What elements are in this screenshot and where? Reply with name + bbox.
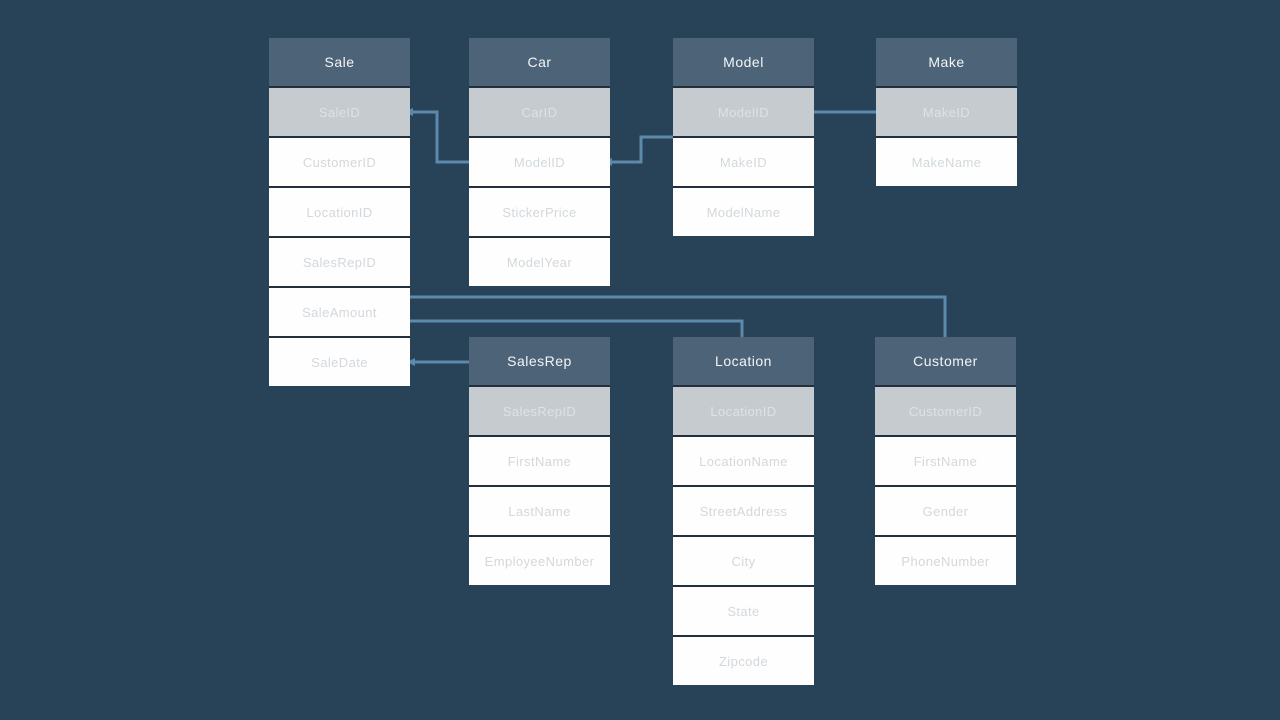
field-streetaddress: StreetAddress bbox=[673, 487, 814, 535]
table-title-make: Make bbox=[876, 38, 1017, 86]
field-phonenumber: PhoneNumber bbox=[875, 537, 1016, 585]
field-modelid: ModelID bbox=[469, 138, 610, 186]
field-modelyear: ModelYear bbox=[469, 238, 610, 286]
field-firstname: FirstName bbox=[469, 437, 610, 485]
connector-tip-sale-salesrep bbox=[407, 358, 415, 366]
table-title-sale: Sale bbox=[269, 38, 410, 86]
field-city: City bbox=[673, 537, 814, 585]
field-saledate: SaleDate bbox=[269, 338, 410, 386]
table-title-customer: Customer bbox=[875, 337, 1016, 385]
field-modelname: ModelName bbox=[673, 188, 814, 236]
table-title-model: Model bbox=[673, 38, 814, 86]
primary-key-field-carid: CarID bbox=[469, 88, 610, 136]
field-saleamount: SaleAmount bbox=[269, 288, 410, 336]
table-title-car: Car bbox=[469, 38, 610, 86]
primary-key-field-makeid: MakeID bbox=[876, 88, 1017, 136]
primary-key-field-customerid: CustomerID bbox=[875, 387, 1016, 435]
connector-sale-car bbox=[405, 110, 470, 164]
field-lastname: LastName bbox=[469, 487, 610, 535]
connector-sale-location bbox=[408, 319, 744, 339]
field-gender: Gender bbox=[875, 487, 1016, 535]
primary-key-field-salesrepid: SalesRepID bbox=[469, 387, 610, 435]
field-state: State bbox=[673, 587, 814, 635]
field-firstname: FirstName bbox=[875, 437, 1016, 485]
primary-key-field-modelid: ModelID bbox=[673, 88, 814, 136]
field-makeid: MakeID bbox=[673, 138, 814, 186]
connector-car-model bbox=[604, 135, 674, 164]
field-locationid: LocationID bbox=[269, 188, 410, 236]
field-salesrepid: SalesRepID bbox=[269, 238, 410, 286]
field-makename: MakeName bbox=[876, 138, 1017, 186]
table-title-salesrep: SalesRep bbox=[469, 337, 610, 385]
field-customerid: CustomerID bbox=[269, 138, 410, 186]
field-locationname: LocationName bbox=[673, 437, 814, 485]
field-zipcode: Zipcode bbox=[673, 637, 814, 685]
table-title-location: Location bbox=[673, 337, 814, 385]
primary-key-field-locationid: LocationID bbox=[673, 387, 814, 435]
primary-key-field-saleid: SaleID bbox=[269, 88, 410, 136]
field-stickerprice: StickerPrice bbox=[469, 188, 610, 236]
field-employeenumber: EmployeeNumber bbox=[469, 537, 610, 585]
connector-sale-customer bbox=[408, 295, 947, 339]
